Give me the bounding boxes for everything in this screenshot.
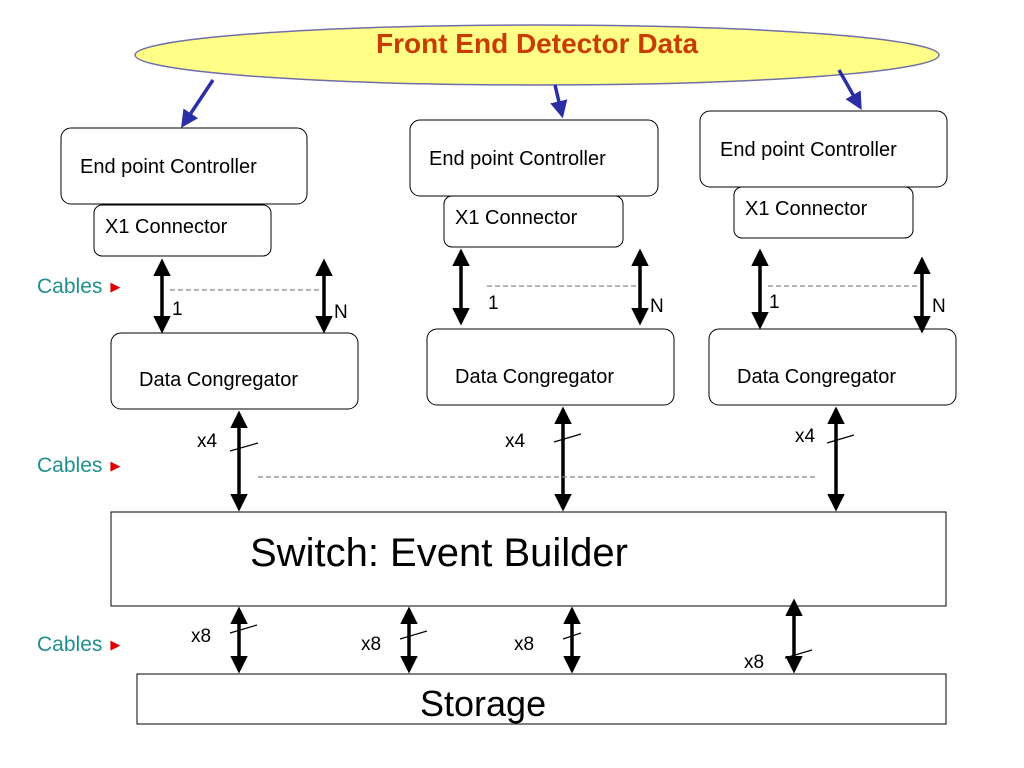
link-last-label-3: N	[932, 296, 946, 317]
link-first-label-2: 1	[488, 293, 499, 314]
storage-link-1-slash	[229, 624, 258, 634]
storage-link-2-slash	[399, 630, 428, 640]
storage-link-label-3: x8	[514, 634, 535, 655]
red-triangle-icon: ▶	[110, 279, 121, 294]
link-first-label-3: 1	[769, 292, 780, 313]
red-triangle-icon: ▶	[110, 458, 121, 473]
storage-link-label-2: x8	[361, 634, 382, 655]
connector-box-3	[733, 186, 914, 239]
title-ellipse	[134, 24, 940, 86]
feed-arrow-2	[550, 84, 568, 119]
connector-label-1: X1 Connector	[105, 216, 228, 238]
storage-link-label-4: x8	[744, 652, 765, 673]
connector-label-3: X1 Connector	[745, 198, 868, 220]
controller-label-1: End point Controller	[80, 156, 257, 178]
link-first-label-1: 1	[172, 299, 183, 320]
controller-label-3: End point Controller	[720, 139, 897, 161]
cables-text-1: Cables	[37, 275, 103, 298]
congregator-box-1	[110, 332, 359, 410]
storage-box	[136, 673, 947, 725]
congregator-label-1: Data Congregator	[139, 369, 298, 391]
storage-link-4-slash	[784, 649, 813, 659]
link-last-label-2: N	[650, 296, 664, 317]
congregator-label-2: Data Congregator	[455, 366, 614, 388]
cables-label-2: Cables ▶	[37, 455, 120, 476]
controller-label-2: End point Controller	[429, 148, 606, 170]
feed-arrow-1	[181, 79, 215, 128]
controller-box-1	[60, 127, 308, 205]
uplink-2-slash	[553, 433, 582, 443]
uplink-3-slash	[826, 434, 855, 444]
storage-label: Storage	[420, 683, 547, 724]
congregator-label-3: Data Congregator	[737, 366, 896, 388]
switch-label: Switch: Event Builder	[250, 531, 628, 575]
link-last-label-1: N	[334, 302, 348, 323]
connector-label-2: X1 Connector	[455, 207, 578, 229]
cables-text-3: Cables	[37, 633, 103, 656]
red-triangle-icon: ▶	[110, 637, 121, 652]
cables-text-2: Cables	[37, 454, 103, 477]
congregator-box-3	[708, 328, 957, 406]
uplink-label-3: x4	[795, 426, 816, 447]
cables-label-3: Cables ▶	[37, 634, 120, 655]
feed-arrow-3	[837, 69, 862, 111]
storage-link-label-1: x8	[191, 626, 212, 647]
uplink-1-slash	[229, 442, 259, 452]
storage-link-3-slash	[562, 632, 582, 640]
uplink-label-2: x4	[505, 431, 526, 452]
diagram-title: Front End Detector Data	[375, 28, 699, 59]
cables-label-1: Cables ▶	[37, 276, 120, 297]
connector-box-1	[93, 204, 272, 257]
uplink-label-1: x4	[197, 431, 218, 452]
congregator-box-2	[426, 328, 675, 406]
connector-box-2	[443, 195, 624, 248]
switch-box	[110, 511, 947, 607]
